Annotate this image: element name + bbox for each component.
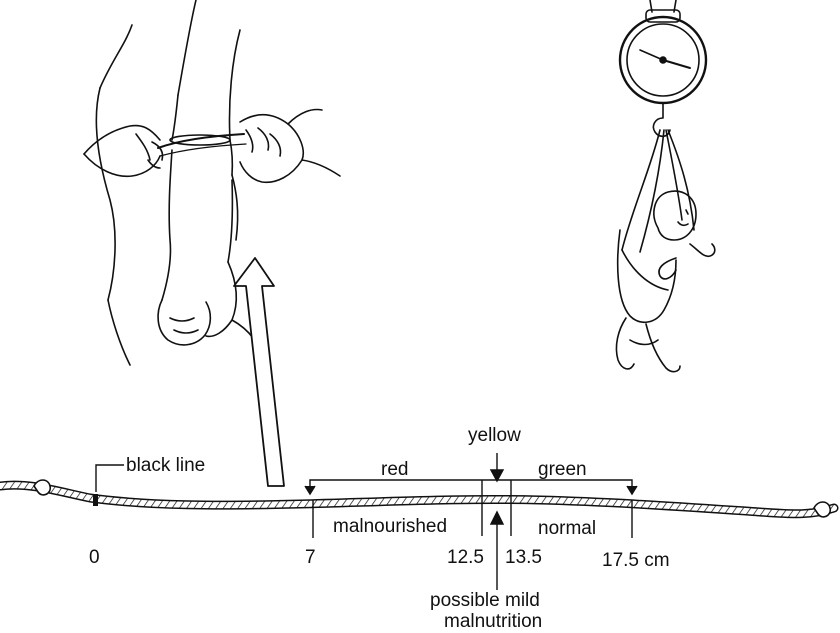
up-arrow-icon	[234, 258, 284, 486]
green-label: green	[538, 460, 587, 479]
scale-label-17-5: 17.5 cm	[602, 551, 670, 570]
scale-label-12-5: 12.5	[447, 548, 484, 567]
malnourished-label: malnourished	[333, 517, 447, 536]
bracket-arrow-right	[627, 486, 637, 494]
yellow-label: yellow	[468, 426, 521, 445]
red-label: red	[381, 460, 408, 479]
string-measure-cord	[0, 480, 834, 517]
malnutrition-label: malnutrition	[444, 612, 542, 631]
scale-label-0: 0	[89, 548, 100, 567]
arm-measurement-illustration	[84, 0, 340, 365]
mild-arrow-head	[491, 512, 503, 524]
scale-label-13-5: 13.5	[505, 548, 542, 567]
hanging-scale-baby-illustration	[616, 0, 714, 372]
black-line-leader	[96, 465, 124, 492]
black-line-label: black line	[126, 456, 205, 475]
scale-label-7: 7	[305, 548, 316, 567]
normal-label: normal	[538, 519, 596, 538]
possible-mild-label: possible mild	[430, 591, 540, 610]
bracket-arrow-left	[305, 486, 315, 494]
range-bracket	[310, 480, 632, 492]
